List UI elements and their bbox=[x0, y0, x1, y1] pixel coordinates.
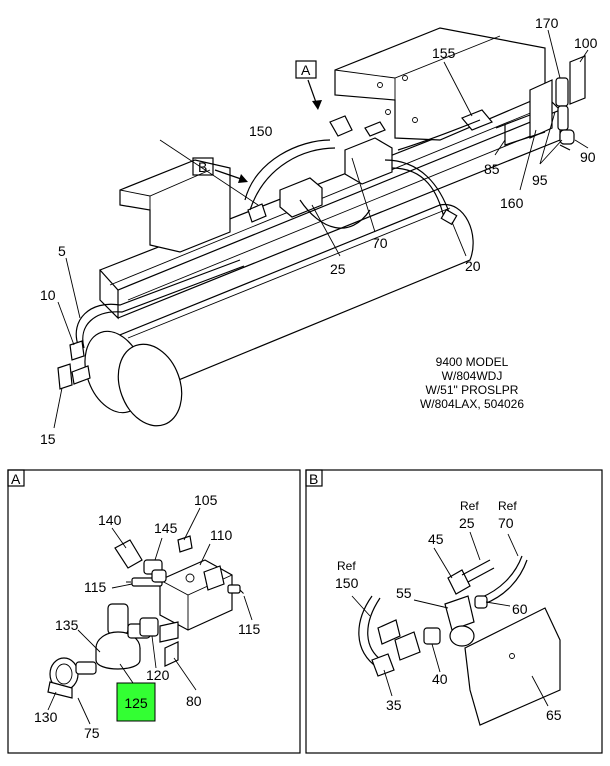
model-note-line-2: W/804WDJ bbox=[442, 369, 503, 383]
leader-lines-b bbox=[351, 531, 549, 707]
main-assembly-drawing: 170 100 155 A 150 B 85 90 95 160 70 25 2… bbox=[40, 15, 598, 447]
ref-label-25: Ref bbox=[460, 499, 479, 513]
callout-115-right: 115 bbox=[238, 621, 261, 637]
callout-20: 20 bbox=[465, 258, 481, 274]
air-tank bbox=[84, 204, 474, 427]
detail-panel-b: B bbox=[305, 469, 603, 754]
valve-assembly bbox=[247, 115, 393, 223]
callout-155: 155 bbox=[432, 45, 456, 61]
callout-170: 170 bbox=[535, 15, 559, 31]
view-a-box bbox=[295, 60, 317, 79]
callout-60: 60 bbox=[512, 601, 528, 617]
callout-view-b: B bbox=[198, 159, 207, 175]
callout-150: 150 bbox=[249, 123, 273, 139]
callout-105: 105 bbox=[194, 492, 218, 508]
callout-10: 10 bbox=[40, 287, 56, 303]
callout-130: 130 bbox=[34, 709, 58, 725]
callout-15: 15 bbox=[40, 431, 56, 447]
panel-b-label: B bbox=[309, 471, 318, 487]
callout-90: 90 bbox=[580, 149, 596, 165]
callout-140: 140 bbox=[98, 512, 122, 528]
callout-85: 85 bbox=[484, 161, 500, 177]
model-note-line-3: W/51" PROSLPR bbox=[426, 383, 519, 397]
callout-55: 55 bbox=[396, 585, 412, 601]
callout-25-b: 25 bbox=[459, 515, 475, 531]
ref-label-150: Ref bbox=[337, 559, 356, 573]
arrow-a-head bbox=[312, 100, 322, 110]
panel-a-label: A bbox=[11, 471, 21, 487]
panel-b-parts bbox=[358, 555, 561, 726]
callout-120: 120 bbox=[146, 667, 170, 683]
callout-65: 65 bbox=[546, 707, 562, 723]
view-b-box bbox=[192, 157, 214, 176]
callout-80: 80 bbox=[186, 693, 202, 709]
air-lines bbox=[57, 114, 546, 390]
leader-lines-a bbox=[47, 507, 253, 725]
model-note: 9400 MODEL W/804WDJ W/51" PROSLPR W/804L… bbox=[420, 355, 524, 411]
arrow-b bbox=[214, 169, 245, 181]
cross-member-right bbox=[334, 27, 546, 141]
callout-160: 160 bbox=[500, 195, 524, 211]
callout-5: 5 bbox=[58, 243, 66, 259]
bracket-right bbox=[529, 55, 586, 151]
callout-view-a: A bbox=[301, 62, 311, 78]
callout-115-left: 115 bbox=[84, 579, 107, 595]
leader-lines-main bbox=[53, 29, 589, 429]
highlight-125[interactable] bbox=[116, 682, 156, 722]
model-note-line-1: 9400 MODEL bbox=[436, 355, 509, 369]
callout-40: 40 bbox=[432, 671, 448, 687]
ref-label-70: Ref bbox=[498, 499, 517, 513]
callout-75: 75 bbox=[84, 725, 100, 741]
panel-a-parts bbox=[47, 535, 247, 699]
cross-member-left bbox=[119, 159, 231, 253]
callout-145: 145 bbox=[154, 520, 178, 536]
callout-100: 100 bbox=[574, 35, 598, 51]
callout-125[interactable]: 125 bbox=[124, 695, 148, 711]
callout-95: 95 bbox=[532, 172, 548, 188]
clip-bracket bbox=[461, 109, 493, 131]
callout-70-b: 70 bbox=[498, 515, 514, 531]
callout-150-b: 150 bbox=[335, 575, 359, 591]
callout-135: 135 bbox=[55, 617, 79, 633]
arrow-b-head bbox=[238, 174, 248, 183]
callout-45: 45 bbox=[428, 531, 444, 547]
callout-25: 25 bbox=[330, 261, 346, 277]
callout-110: 110 bbox=[210, 527, 233, 543]
callout-35: 35 bbox=[386, 697, 402, 713]
detail-panel-a: A bbox=[7, 469, 301, 754]
model-note-line-4: W/804LAX, 504026 bbox=[420, 397, 524, 411]
callout-70: 70 bbox=[372, 235, 388, 251]
